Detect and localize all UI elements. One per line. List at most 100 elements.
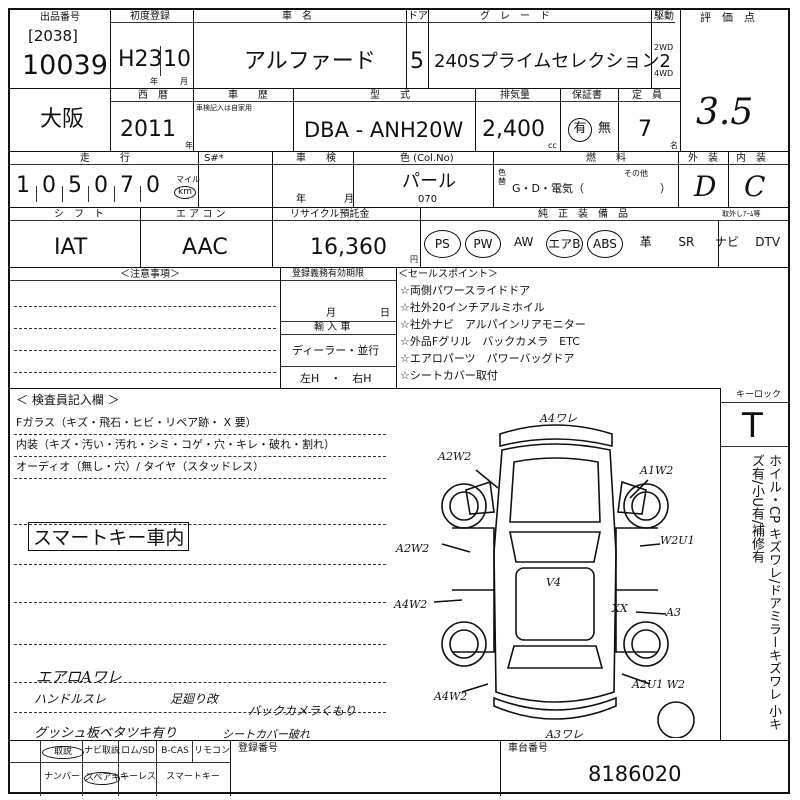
inspector-line: Fガラス（キズ・飛石・ヒビ・リペア跡・ X 要） [16,416,257,429]
row-divider [10,207,788,208]
hand-note: 足廻り改 [170,692,219,706]
first-reg-label: 初度登録 [130,11,170,22]
yen-unit: 円 [410,255,418,264]
lot-number: 10039 [22,50,108,81]
equipment-item: 革 [639,235,652,249]
equipment-item: PS [424,230,461,258]
capacity-unit: 名 [670,141,678,150]
damage-mark: A1W2 [640,464,674,477]
row-divider [10,267,788,268]
damage-mark: XX [612,602,628,615]
km-unit: km [174,186,196,199]
accessory-item: 取説 [42,746,84,759]
mileage-digit: 5 [68,173,82,198]
damage-mark: A2W2 [438,450,472,463]
equipment-item: SR [678,235,695,249]
chassis-number: 8186020 [588,762,682,786]
model-year: 2011 [120,117,176,142]
drive-4wd: 4WD [654,69,674,78]
type-label: 型 式 [370,90,410,101]
hood-shape [509,457,601,523]
digit-separator [114,186,115,202]
recycle-label: リサイクル預託金 [290,209,370,220]
damage-mark: A2U1 W2 [632,678,686,691]
label-band [110,22,675,23]
digit-separator [62,186,63,202]
ac: AAC [182,235,228,260]
windshield-shape [509,531,601,563]
month-mark: 月 [180,77,188,86]
color-code: 070 [418,194,438,205]
smart-key-stamp: スマートキー車内 [28,522,190,551]
accessories-row-2: ナンバースペアキーキーレススマートキー [10,763,230,794]
sales-points: ☆両側パワースライドドア☆社外20インチアルミホイル☆社外ナビ アルパインリアモ… [398,282,718,386]
year-label: 西 暦 [138,90,168,101]
score-label: 評 価 点 [700,11,755,24]
grade-label: グ レ ー ド [480,11,550,22]
rear-bumper-shape [493,696,617,720]
reg-deadline-label: 登録義務有効期限 [292,269,365,279]
rear-right-wheel [623,621,669,667]
label-band [110,101,680,102]
grade: 240Sプライムセレクション2 [434,51,671,72]
color-label: 色 (Col.No) [400,153,454,164]
sales-point: ☆社外20インチアルミホイル [400,301,545,314]
mileage-label: 走 行 [80,153,130,164]
digit-separator [140,186,141,202]
exterior-label: 外 装 [688,153,718,164]
displacement-label: 排気量 [500,90,530,101]
model-name: アルファード [244,49,376,74]
damage-mark: A2W2 [396,542,430,555]
label-band [10,220,788,221]
front-right-wheel [623,483,669,529]
import-label: 輸 入 車 [314,322,351,333]
auction-sheet: 出品番号 [2038] 10039 初度登録 H23 10 年 月 車 名 アル… [8,8,790,796]
sales-point: ☆エアロパーツ パワーバッグドア [400,352,575,365]
hand-note: ハンドルスレ [34,692,107,706]
fuel-other: その他 [624,169,648,178]
cc-unit: cc [548,141,557,150]
color: パール [402,171,456,192]
year-mark: 年 [150,77,158,86]
car-diagram [433,424,695,738]
equipment-item: ナビ [714,235,739,249]
digit-separator [88,186,89,202]
year-mark: 年 [185,141,193,150]
row-divider [10,388,720,389]
equipment-item: DTV [755,235,781,249]
notes-label: ＜注意事項＞ [120,269,180,280]
color-change-label: 色替 [498,168,506,186]
mile-unit: マイル [176,175,200,184]
inspector-line: オーディオ（無し・穴）/ タイヤ（スタッドレス） [16,460,265,473]
side-notes: ホイル・CP キズワレ/ドアミラーキズワレ 小キズ有/小U有/補修有 [749,454,781,731]
fuel-label: 燃 料 [586,153,626,164]
damage-mark: A3ワレ [546,728,583,741]
damage-mark: W2U1 [660,534,695,547]
options-label: 取外しｱｰﾑ等 [722,210,761,218]
reg-day: 日 [380,308,390,319]
era-year: H23 [118,47,163,72]
right-mirror-shape [617,480,647,515]
label-band [10,280,396,281]
reg-month: 10 [163,47,191,72]
damage-mark: A3 [666,606,681,619]
capacity-label: 定 員 [632,90,662,101]
import-dealer: ディーラー・並行 [292,344,380,357]
row-divider [10,740,788,741]
sales-point: ☆両側パワースライドドア [400,284,531,297]
roof-shape [515,567,595,641]
accessory-item: B-CAS [161,746,189,756]
front-bumper-shape [499,424,613,448]
door-label: ドア [408,11,428,22]
accessory-item: スペアキー [84,772,130,785]
inspector-title: ＜ 検査員記入欄 ＞ [16,393,120,407]
accessory-item: ナビ取説 [84,746,121,756]
inspector-rule-lines [14,434,386,734]
score-value: 3.5 [696,92,754,133]
equipment-item: エアB [546,230,583,258]
sales-label: ＜セールスポイント＞ [398,269,498,280]
exterior-grade: D [694,170,717,203]
insp-month: 月 [344,194,354,205]
